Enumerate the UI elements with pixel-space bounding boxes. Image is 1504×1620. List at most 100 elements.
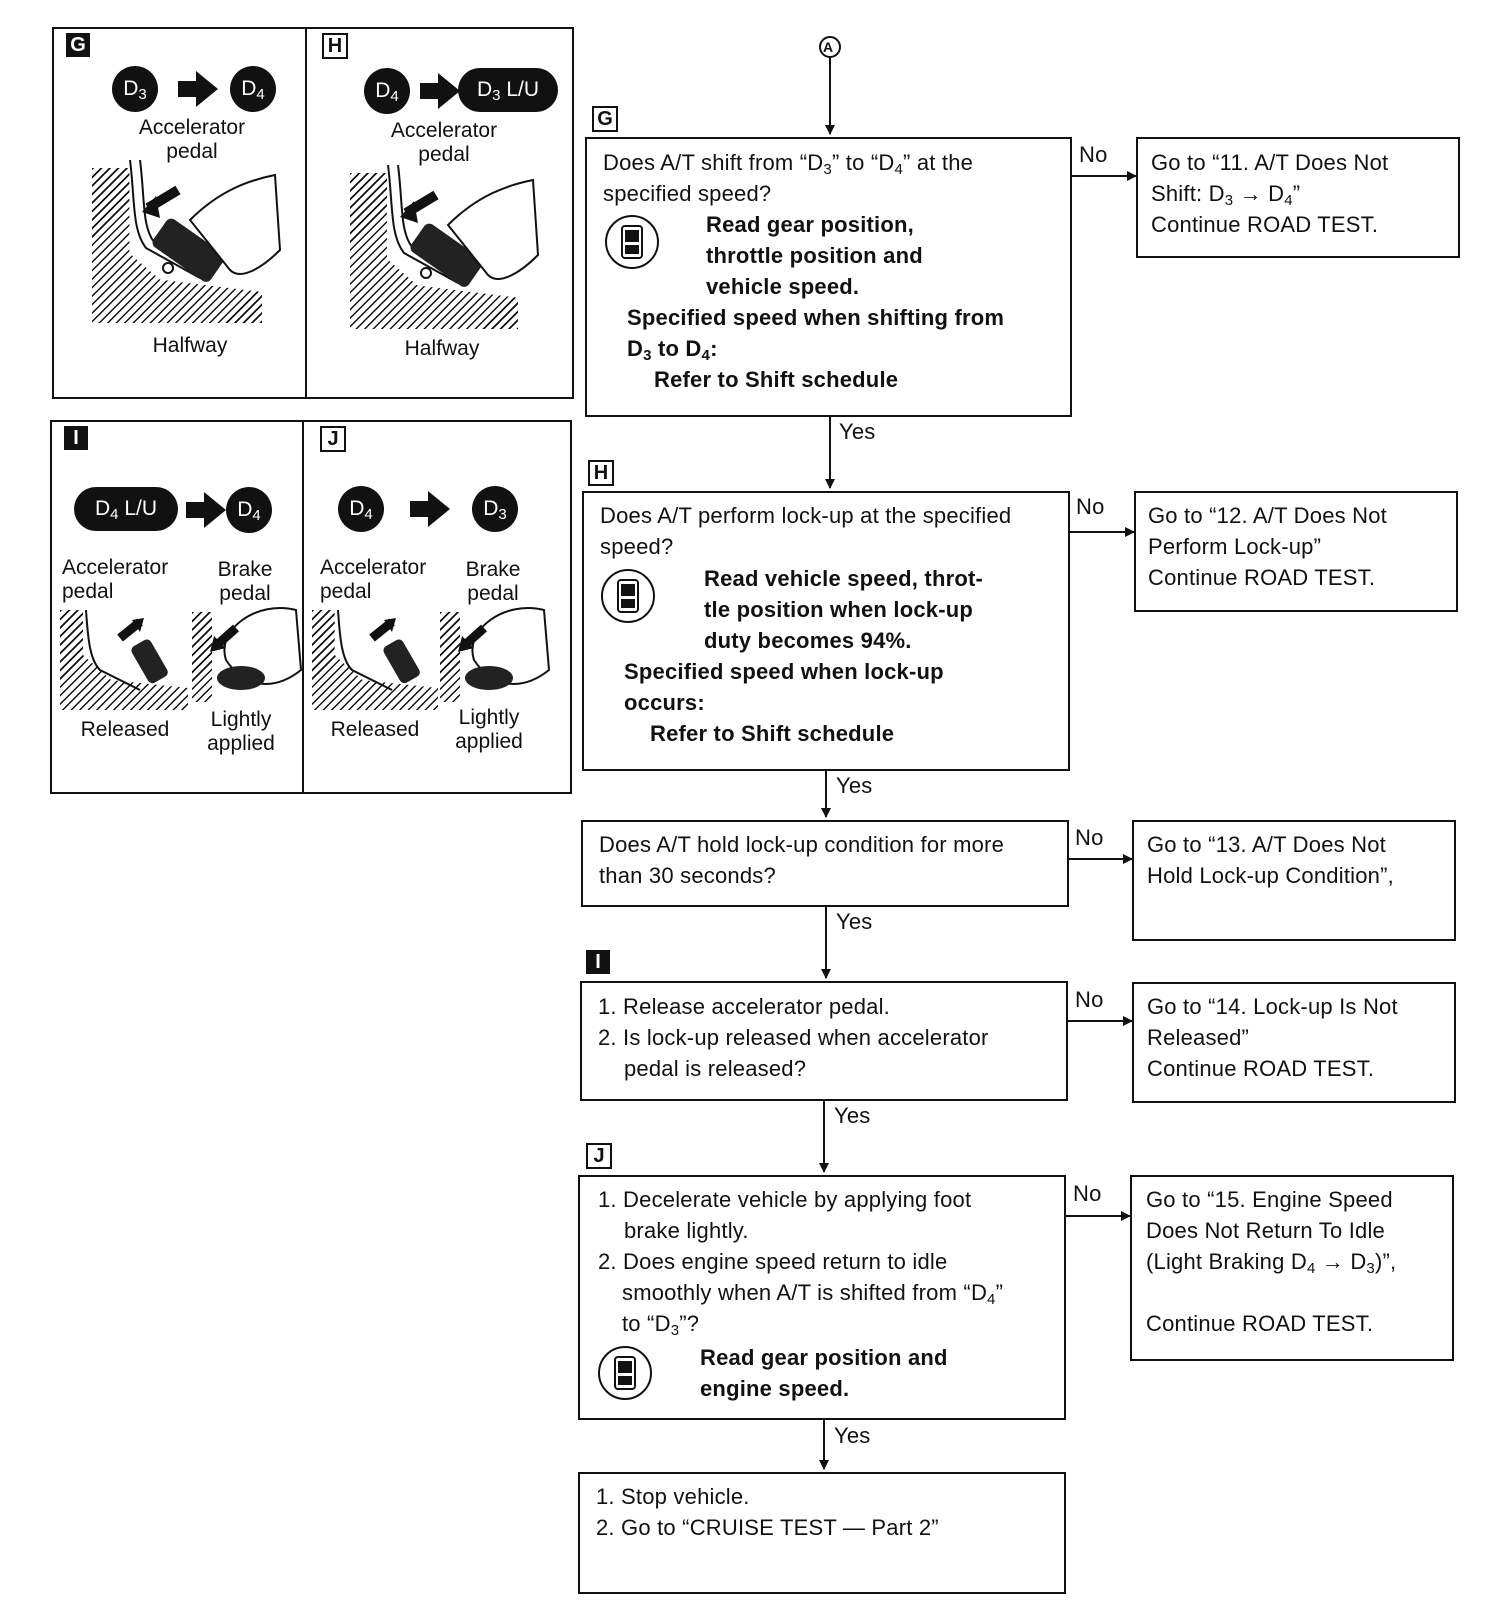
panel-j-brake-label: Brake pedal [465,558,521,605]
step-h-spec-line-1: Specified speed when lock-up [624,659,944,684]
step-h-no-box [1134,491,1458,612]
panel-g-pedal-label: Accelerator pedal [138,116,246,163]
panel-i-brake-hatch [192,612,212,702]
panel-i-accel-pedal-illustration [85,610,168,691]
panel-g-tag: G [66,33,90,57]
step-hold-question-line-2: than 30 seconds? [599,863,776,888]
step-hold-no-line-1: Go to “13. A/T Does Not [1147,832,1386,857]
step-j-no-line-1: Go to “15. Engine Speed [1146,1187,1393,1212]
panel-h-pedal-label: Accelerator pedal [390,119,498,166]
step-j-no-line-2: Does Not Return To Idle [1146,1218,1385,1243]
step-h-read-line-1: Read vehicle speed, throt- [704,566,984,591]
step-h-box [582,491,1070,771]
step-g-box [585,137,1072,417]
panel-j-tag: J [320,426,346,452]
panel-g-from-badge: D3 [112,66,158,112]
panel-j-shift-arrow-icon [410,491,450,527]
step-h-spec-line-2: occurs: [624,690,705,715]
step-h-read-line-2: tle position when lock-up [704,597,973,622]
step-i-line-1: 1. Release accelerator pedal. [598,994,890,1019]
step-hold-no-box [1132,820,1456,941]
step-i-line-2: 2. Is lock-up released when accelerator [598,1025,989,1050]
step-hold-yes-label: Yes [836,909,873,934]
step-final-line-2: 2. Go to “CRUISE TEST — Part 2” [596,1515,939,1540]
panel-g-position-label: Halfway [152,334,228,357]
panel-g-shift-arrow-icon [178,71,218,107]
step-g-read-line-3: vehicle speed. [706,274,860,299]
step-i-no-box [1132,982,1456,1103]
panel-i-brake-pedal-illustration [210,607,303,690]
panel-j-accel-label: Accelerator pedal [320,556,427,603]
step-g-no-line-3: Continue ROAD TEST. [1151,212,1379,237]
panel-i-brake-label: Brake pedal [217,558,273,605]
panel-j-brake-hatch [440,612,460,702]
step-h-spec-line-3: Refer to Shift schedule [650,721,895,746]
step-hold-no-line-2: Hold Lock-up Condition”, [1147,863,1394,888]
panel-j-to-badge: D3 [472,486,518,532]
step-i-tag: I [586,950,610,974]
step-h-tag: H [588,460,614,486]
panel-h-position-label: Halfway [404,337,480,360]
panel-i-to-badge: D4 [226,487,272,533]
step-j-line-5: to “D3”? [622,1311,700,1339]
step-g-yes-label: Yes [839,419,876,444]
step-h-scan-tool-icon [601,569,655,623]
step-g-spec-line-1: Specified speed when shifting from [627,305,1005,330]
panel-j-accel-state: Released [330,718,420,741]
step-j-line-1: 1. Decelerate vehicle by applying foot [598,1187,972,1212]
panel-i-from-badge: D4 L/U [74,487,178,531]
step-i-box [580,981,1068,1101]
step-hold-box [581,820,1069,907]
step-i-no-line-1: Go to “14. Lock-up Is Not [1147,994,1398,1019]
step-j-no-line-3: (Light Braking D4 → D3)”, [1146,1249,1397,1277]
panel-h-to-badge: D3 L/U [458,68,558,112]
connector-a-label: A [823,39,834,55]
step-h-no-label: No [1076,494,1105,519]
step-h-no-line-2: Perform Lock-up” [1148,534,1322,559]
step-hold-no-label: No [1075,825,1104,850]
step-final-line-1: 1. Stop vehicle. [596,1484,750,1509]
step-i-no-line-2: Released” [1147,1025,1250,1050]
step-j-no-line-4: Continue ROAD TEST. [1146,1311,1374,1336]
step-j-no-label: No [1073,1181,1102,1206]
panel-i-accel-label: Accelerator pedal [62,556,169,603]
step-j-read-line-1: Read gear position and [700,1345,948,1370]
step-j-read-line-2: engine speed. [700,1376,850,1401]
step-hold-question-line-1: Does A/T hold lock-up condition for more [599,832,1005,857]
panel-i-brake-state: Lightly applied [207,708,275,755]
step-g-no-line-2: Shift: D3 → D4” [1151,181,1301,209]
step-j-line-3: 2. Does engine speed return to idle [598,1249,948,1274]
panel-i-tag: I [64,426,88,450]
step-g-read-line-1: Read gear position, [706,212,914,237]
step-h-no-line-3: Continue ROAD TEST. [1148,565,1376,590]
panel-h-pedal-illustration [387,165,540,287]
step-j-scan-tool-icon [598,1346,652,1400]
panel-ij [50,420,572,794]
step-j-tag: J [586,1143,612,1169]
panel-i-shift-arrow-icon [186,492,226,528]
step-g-spec-line-2: D3 to D4: [627,336,718,364]
step-final-box [578,1472,1066,1594]
step-g-tag: G [592,106,618,132]
panel-h-shift-arrow-icon [420,73,460,109]
step-i-no-label: No [1075,987,1104,1012]
step-g-no-box [1136,137,1460,258]
panel-h-tag: H [322,33,348,59]
step-g-no-line-1: Go to “11. A/T Does Not [1151,150,1389,175]
panel-gh-divider [305,27,307,399]
step-h-no-line-1: Go to “12. A/T Does Not [1148,503,1387,528]
panel-h-from-badge: D4 [364,68,410,114]
step-g-question-line-1: Does A/T shift from “D3” to “D4” at the [603,150,974,178]
step-g-read-line-2: throttle position and [706,243,923,268]
step-h-question-line-2: speed? [600,534,674,559]
step-i-yes-label: Yes [834,1103,871,1128]
step-h-yes-label: Yes [836,773,873,798]
step-h-read-line-3: duty becomes 94%. [704,628,912,653]
step-j-no-box [1130,1175,1454,1361]
step-g-scan-tool-icon [605,215,659,269]
panel-j-brake-state: Lightly applied [455,706,523,753]
step-j-line-2: brake lightly. [624,1218,749,1243]
panel-g-to-badge: D4 [230,66,276,112]
panel-i-accel-state: Released [80,718,170,741]
